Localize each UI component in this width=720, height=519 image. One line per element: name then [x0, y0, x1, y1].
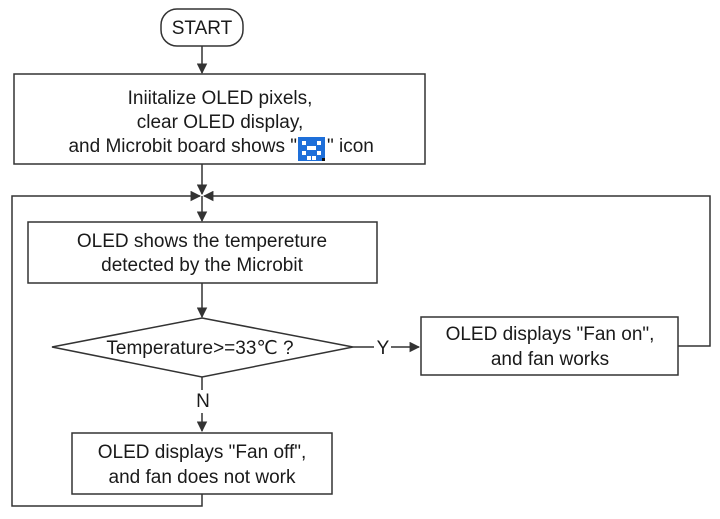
show-temp-line-2: detected by the Microbit	[101, 255, 303, 276]
no-label: N	[196, 391, 210, 412]
show-temp-line-1: OLED shows the tempereture	[77, 231, 327, 252]
fan-on-node: OLED displays "Fan on", and fan works	[420, 316, 679, 376]
show-temp-node: OLED shows the tempereture detected by t…	[27, 221, 378, 284]
start-label: START	[172, 18, 233, 39]
fan-off-line-1: OLED displays "Fan off",	[98, 442, 307, 463]
fan-on-line-2: and fan works	[491, 349, 609, 370]
edge-fan-on-loop-back	[202, 190, 711, 347]
fan-off-node: OLED displays "Fan off", and fan does no…	[71, 432, 333, 495]
init-line-2: clear OLED display,	[137, 112, 304, 133]
init-line-3b: " icon	[327, 136, 374, 157]
decision-node: Temperature>=33℃ ?	[51, 317, 354, 378]
fan-off-line-2: and fan does not work	[109, 467, 296, 488]
start-node: START	[160, 8, 244, 47]
edge-fan-off-loop-back	[11, 190, 203, 507]
fan-on-line-1: OLED displays "Fan on",	[446, 324, 655, 345]
init-line-1: Iniitalize OLED pixels,	[128, 88, 313, 109]
decision-label: Temperature>=33℃ ?	[106, 338, 293, 359]
init-line-3a: and Microbit board shows "	[68, 136, 297, 157]
init-node: Iniitalize OLED pixels, clear OLED displ…	[13, 73, 426, 165]
pixel-face-icon	[298, 137, 325, 161]
yes-label: Y	[377, 338, 390, 359]
